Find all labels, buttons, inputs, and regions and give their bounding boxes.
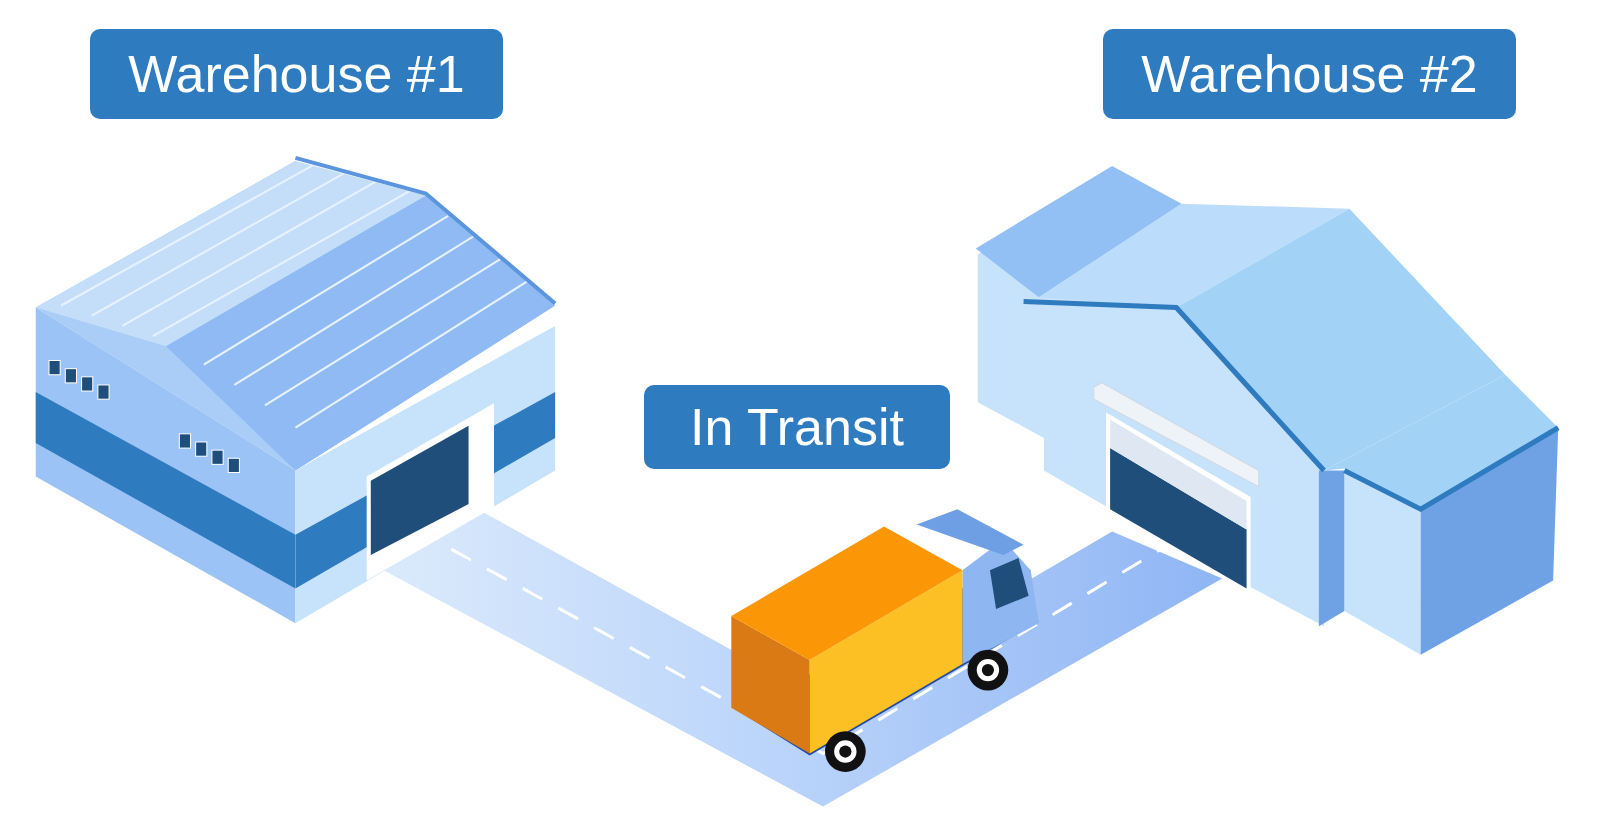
label-box: Warehouse #1 [90, 29, 503, 119]
label-text: In Transit [690, 401, 904, 453]
label-text: Warehouse #1 [128, 48, 464, 100]
label-box: In Transit [644, 385, 950, 469]
label-box: Warehouse #2 [1103, 29, 1516, 119]
truck [731, 509, 1039, 772]
warehouse-one [36, 158, 555, 623]
label-text: Warehouse #2 [1141, 48, 1477, 100]
warehouse-two [976, 166, 1559, 655]
road [369, 504, 1222, 806]
